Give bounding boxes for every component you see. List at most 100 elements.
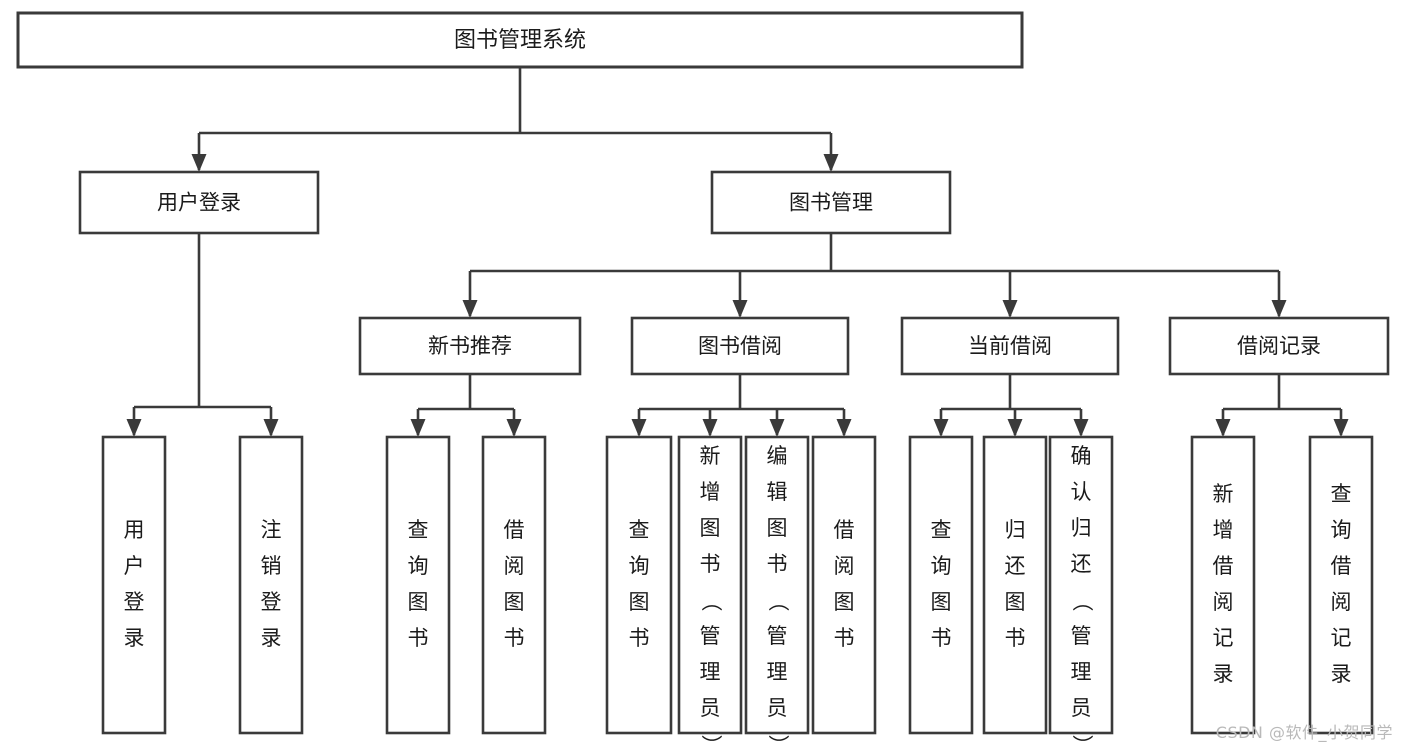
arrow-head-icon (1002, 300, 1018, 318)
node-label-char: 借 (1331, 554, 1352, 578)
connector-current-to-leaves (933, 374, 1089, 437)
node-book-manage[interactable]: 图书管理 (710, 170, 952, 235)
node-label-char: 户 (124, 554, 145, 578)
node-user-login[interactable]: 用户登录 (78, 170, 320, 235)
node-label-char: 借 (834, 518, 855, 542)
arrow-head-icon (823, 154, 839, 172)
node-label-char: 查 (1331, 482, 1352, 506)
node-box[interactable] (811, 435, 877, 735)
connector-borrow-to-leaves (631, 374, 852, 437)
connector-recommend-to-leaves (410, 374, 522, 437)
node-label: 借阅记录 (1237, 334, 1321, 358)
node-box[interactable] (385, 435, 451, 735)
node-label-char: 归 (1071, 516, 1092, 540)
connector-root-to-level2 (191, 67, 839, 172)
node-label-char: 还 (1071, 552, 1092, 576)
node-label-char: 询 (629, 554, 650, 578)
arrow-head-icon (1271, 300, 1287, 318)
node-box[interactable] (605, 435, 673, 735)
node-leaf-user-login[interactable]: 用户登录 (101, 435, 167, 735)
node-label-char: 管 (767, 624, 788, 648)
node-box[interactable] (908, 435, 974, 735)
node-borrow-record[interactable]: 借阅记录 (1168, 316, 1390, 376)
node-book-borrow[interactable]: 图书借阅 (630, 316, 850, 376)
node-box[interactable] (358, 316, 582, 376)
node-label-char: 书 (629, 626, 650, 650)
arrow-head-icon (1215, 419, 1231, 437)
arrow-head-icon (732, 300, 748, 318)
node-label-char: 归 (1005, 518, 1026, 542)
node-label-char: 认 (1071, 480, 1092, 504)
node-label-char: 管 (1071, 624, 1092, 648)
node-label-char: 借 (1213, 554, 1234, 578)
connector-book-manage-to-level3 (462, 233, 1287, 318)
node-label-char: 借 (504, 518, 525, 542)
node-label: 当前借阅 (968, 334, 1052, 358)
arrow-head-icon (1073, 419, 1089, 437)
node-current-borrow[interactable]: 当前借阅 (900, 316, 1120, 376)
node-label-char: 编 (767, 444, 788, 468)
node-label-char: 录 (1331, 662, 1352, 686)
node-label-char: 阅 (1213, 590, 1234, 614)
node-label-char: 询 (408, 554, 429, 578)
node-box[interactable] (1168, 316, 1390, 376)
node-label-char: 销 (261, 554, 282, 578)
node-label-char: （ (766, 591, 790, 612)
node-label-char: 书 (408, 626, 429, 650)
node-box[interactable] (1048, 435, 1114, 735)
connector-user-login-to-leaves (126, 233, 279, 437)
node-label-char: 图 (767, 516, 788, 540)
node-box[interactable] (101, 435, 167, 735)
node-label-char: 理 (767, 660, 788, 684)
node-box[interactable] (630, 316, 850, 376)
arrow-head-icon (263, 419, 279, 437)
node-label-char: 确 (1071, 444, 1092, 468)
node-label-char: 图 (1005, 590, 1026, 614)
arrow-head-icon (1007, 419, 1023, 437)
node-box[interactable] (900, 316, 1120, 376)
node-box[interactable] (677, 435, 743, 735)
node-label-char: ） (766, 735, 790, 747)
node-label-char: 阅 (834, 554, 855, 578)
node-box[interactable] (982, 435, 1048, 735)
node-label-vertical: 用户登录 (124, 518, 145, 650)
node-box[interactable] (78, 170, 320, 235)
node-label-char: 阅 (1331, 590, 1352, 614)
arrow-head-icon (126, 419, 142, 437)
node-box[interactable] (1190, 435, 1256, 735)
node-box[interactable] (16, 11, 1024, 69)
node-box[interactable] (238, 435, 304, 735)
node-box[interactable] (744, 435, 810, 735)
arrow-head-icon (1333, 419, 1349, 437)
node-box[interactable] (481, 435, 547, 735)
arrow-head-icon (769, 419, 785, 437)
node-box[interactable] (1308, 435, 1374, 735)
node-label-char: 图 (629, 590, 650, 614)
node-new-book-recommend[interactable]: 新书推荐 (358, 316, 582, 376)
node-label-char: 书 (834, 626, 855, 650)
node-label-char: 新 (1213, 482, 1234, 506)
node-box[interactable] (710, 170, 952, 235)
node-root[interactable]: 图书管理系统 (16, 11, 1024, 69)
node-label: 用户登录 (157, 191, 241, 215)
node-label-char: 查 (408, 518, 429, 542)
